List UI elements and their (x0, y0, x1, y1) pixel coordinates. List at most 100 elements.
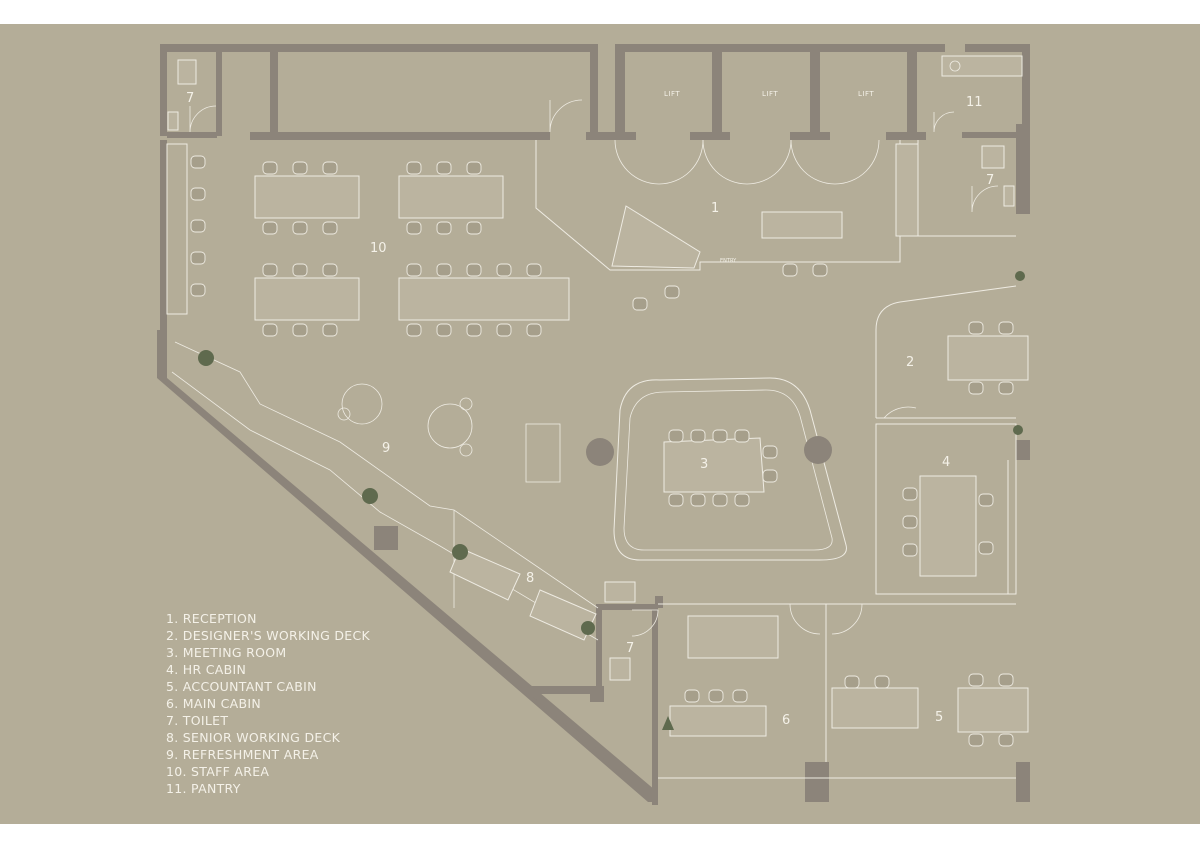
chair (526, 323, 542, 337)
legend-item: 8. SENIOR WORKING DECK (166, 730, 341, 745)
chair (782, 263, 798, 277)
chair (436, 263, 452, 277)
doors (189, 99, 999, 637)
lift-label-3: LIFT (858, 90, 874, 98)
room-labels: 1 2 3 4 5 6 7 7 7 8 9 10 11 LIFT LIFT LI… (186, 90, 994, 728)
chair (292, 263, 308, 277)
chair (998, 321, 1014, 335)
legend-item: 6. MAIN CABIN (166, 696, 262, 711)
chair (902, 487, 918, 501)
label-designers-deck: 2 (906, 355, 914, 370)
chair (902, 515, 918, 529)
chair (190, 155, 206, 169)
chair (968, 321, 984, 335)
label-toilet-right: 7 (986, 173, 994, 188)
chair (190, 187, 206, 201)
chair (466, 161, 482, 175)
chair (762, 445, 778, 459)
chair (664, 285, 680, 299)
label-senior-deck: 8 (526, 571, 534, 586)
chair (668, 493, 684, 507)
chair (690, 493, 706, 507)
chair (978, 493, 994, 507)
legend: 1. RECEPTION 2. DESIGNER'S WORKING DECK … (166, 610, 526, 797)
chair (734, 429, 750, 443)
chair (190, 283, 206, 297)
lift-label-1: LIFT (664, 90, 680, 98)
chair (712, 493, 728, 507)
chair (708, 689, 724, 703)
chair (998, 673, 1014, 687)
chair (436, 323, 452, 337)
chair (436, 221, 452, 235)
chair (496, 323, 512, 337)
chair (844, 675, 860, 689)
chair (190, 251, 206, 265)
chair (874, 675, 890, 689)
label-reception: 1 (711, 201, 719, 216)
legend-item: 11. PANTRY (166, 781, 241, 796)
chair (292, 323, 308, 337)
furniture (254, 175, 1029, 737)
label-hr-cabin: 4 (942, 455, 950, 470)
chair (406, 263, 422, 277)
legend-item: 2. DESIGNER'S WORKING DECK (166, 628, 371, 643)
legend-item: 1. RECEPTION (166, 611, 257, 626)
label-meeting-room: 3 (700, 457, 708, 472)
chair (190, 219, 206, 233)
label-accountant-cabin: 5 (935, 710, 943, 725)
legend-item: 7. TOILET (166, 713, 229, 728)
chair (712, 429, 728, 443)
chair (406, 161, 422, 175)
walls (157, 44, 1030, 805)
label-toilet-left: 7 (186, 91, 194, 106)
chair (466, 323, 482, 337)
label-pantry: 11 (966, 95, 983, 110)
chair (322, 323, 338, 337)
chair (436, 161, 452, 175)
chair (322, 221, 338, 235)
chair (466, 263, 482, 277)
label-toilet-bottom: 7 (626, 641, 634, 656)
fixtures (167, 55, 1023, 681)
chairs (190, 155, 1014, 747)
legend-item: 9. REFRESHMENT AREA (166, 747, 319, 762)
chair (292, 221, 308, 235)
entry-label: ENTRY (720, 258, 737, 264)
chair (684, 689, 700, 703)
lift-label-2: LIFT (762, 90, 778, 98)
chair (690, 429, 706, 443)
chair (322, 161, 338, 175)
chair (262, 263, 278, 277)
label-refreshment: 9 (382, 441, 390, 456)
chair (668, 429, 684, 443)
label-main-cabin: 6 (782, 713, 790, 728)
chair (496, 263, 512, 277)
chair (968, 673, 984, 687)
chair (732, 689, 748, 703)
chair (292, 161, 308, 175)
legend-item: 4. HR CABIN (166, 662, 247, 677)
legend-item: 5. ACCOUNTANT CABIN (166, 679, 317, 694)
chair (262, 323, 278, 337)
legend-item: 10. STAFF AREA (166, 764, 270, 779)
plants (198, 271, 1025, 730)
chair (406, 323, 422, 337)
chair (406, 221, 422, 235)
chair (526, 263, 542, 277)
chair (322, 263, 338, 277)
chair (902, 543, 918, 557)
chair (466, 221, 482, 235)
chair (812, 263, 828, 277)
chair (632, 297, 648, 311)
chair (762, 469, 778, 483)
chair (968, 733, 984, 747)
legend-item: 3. MEETING ROOM (166, 645, 287, 660)
chair (998, 733, 1014, 747)
chair (978, 541, 994, 555)
partitions (166, 139, 1017, 779)
chair (998, 381, 1014, 395)
chair (262, 161, 278, 175)
